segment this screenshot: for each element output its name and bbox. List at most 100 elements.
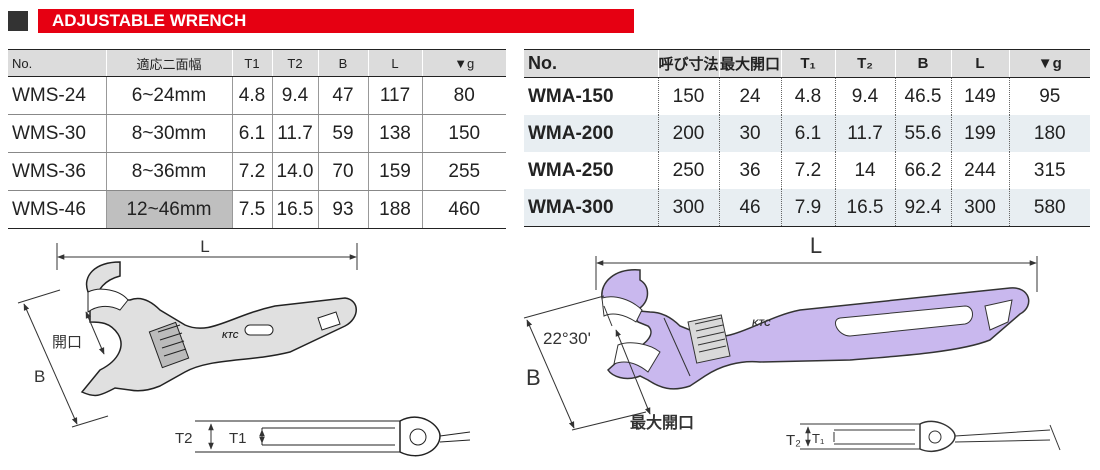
cell-t1: 6.1 <box>231 114 272 153</box>
cell-t2: 14 <box>834 152 896 189</box>
left-b-label: B <box>34 367 45 386</box>
cell-l: 117 <box>367 76 422 115</box>
cell-l: 188 <box>367 190 422 229</box>
cell-b: 70 <box>317 152 368 191</box>
left-t1-label: T1 <box>229 430 247 447</box>
section-title: ADJUSTABLE WRENCH <box>38 9 634 33</box>
table-row: WMS-46 12~46mm 7.5 16.5 93 188 460 <box>8 190 506 229</box>
cell-weight: 180 <box>1008 115 1090 152</box>
cell-nominal: 200 <box>657 115 720 152</box>
left-opening-label: 開口 <box>52 334 82 351</box>
left-wrench-diagram: L KTC B 開口 <box>17 237 471 457</box>
wms-spec-table: No. 適応二面幅 T1 T2 B L ▼g WMS-24 6~24mm 4.8… <box>8 49 506 229</box>
cell-no: WMS-24 <box>8 76 106 115</box>
wma-spec-table: No. 呼び寸法 最大開口 T₁ T₂ B L ▼g WMA-150 150 2… <box>524 49 1090 227</box>
right-b-label: B <box>526 365 541 390</box>
cell-no: WMA-150 <box>528 85 614 107</box>
table-header-row: No. 呼び寸法 最大開口 T₁ T₂ B L ▼g <box>524 49 1090 78</box>
header-square-icon <box>8 11 28 31</box>
left-side-profile: T2 T1 <box>175 416 471 457</box>
cell-weight: 95 <box>1008 77 1090 115</box>
right-side-profile: T₂ T₁ <box>786 420 1061 453</box>
right-angle-label: 22°30' <box>543 329 591 348</box>
col-weight: ▼g <box>421 49 506 77</box>
left-b-dimension-line <box>23 303 78 425</box>
col-t1: T₁ <box>780 49 836 78</box>
right-brand-label: KTC <box>752 318 771 328</box>
cell-no: WMA-300 <box>524 189 658 227</box>
right-t1-label: T₁ <box>812 431 825 446</box>
cell-no: WMS-36 <box>8 152 106 191</box>
cell-b: 55.6 <box>894 115 952 152</box>
col-max-opening: 最大開口 <box>718 49 782 78</box>
cell-range: 8~30mm <box>105 114 232 153</box>
cell-nominal: 250 <box>657 152 720 189</box>
cell-t1: 4.8 <box>780 77 836 115</box>
cell-weight: 80 <box>421 76 506 115</box>
cell-range: 12~46mm <box>105 190 232 229</box>
cell-no: WMS-46 <box>8 190 106 229</box>
cell-l: 138 <box>367 114 422 153</box>
cell-t2: 9.4 <box>271 76 318 115</box>
col-l: L <box>950 49 1010 78</box>
cell-weight: 315 <box>1008 152 1090 189</box>
cell-t1: 7.2 <box>780 152 836 189</box>
cell-weight: 150 <box>421 114 506 153</box>
cell-b: 59 <box>317 114 368 153</box>
cell-b: 47 <box>317 76 368 115</box>
cell-max-opening: 36 <box>718 152 782 189</box>
cell-weight: 580 <box>1008 189 1090 227</box>
cell-nominal: 300 <box>657 189 720 227</box>
cell-nominal: 150 <box>657 77 720 115</box>
right-max-opening-label: 最大開口 <box>630 413 694 432</box>
table-row: WMS-30 8~30mm 6.1 11.7 59 138 150 <box>8 114 506 153</box>
col-weight: ▼g <box>1008 49 1090 78</box>
cell-range: 6~24mm <box>105 76 232 115</box>
cell-t1: 7.2 <box>231 152 272 191</box>
col-l: L <box>367 49 422 77</box>
left-l-label: L <box>200 237 209 256</box>
cell-range: 8~36mm <box>105 152 232 191</box>
cell-t1: 4.8 <box>231 76 272 115</box>
col-t2: T₂ <box>834 49 896 78</box>
cell-weight: 460 <box>421 190 506 229</box>
left-t2-label: T2 <box>175 430 193 447</box>
col-t1: T1 <box>231 49 272 77</box>
col-t2: T2 <box>271 49 318 77</box>
table-row: WMA-250 250 36 7.2 14 66.2 244 315 <box>524 152 1090 189</box>
table-row: WMA-150 150 24 4.8 9.4 46.5 149 95 <box>524 77 1090 115</box>
cell-no: WMA-200 <box>524 115 658 152</box>
col-no: No. <box>524 49 658 78</box>
table-header-row: No. 適応二面幅 T1 T2 B L ▼g <box>8 49 506 77</box>
left-opening-dimension-line <box>85 311 105 355</box>
cell-t2: 14.0 <box>271 152 318 191</box>
cell-b: 66.2 <box>894 152 952 189</box>
cell-t2: 16.5 <box>271 190 318 229</box>
col-nominal: 呼び寸法 <box>657 49 720 78</box>
cell-t1: 6.1 <box>780 115 836 152</box>
cell-l: 244 <box>950 152 1010 189</box>
cell-t2: 11.7 <box>834 115 896 152</box>
col-b: B <box>317 49 368 77</box>
cell-b: 46.5 <box>894 77 952 115</box>
cell-t2: 9.4 <box>834 77 896 115</box>
right-b-dimension-line <box>526 319 575 429</box>
cell-t1: 7.9 <box>780 189 836 227</box>
left-wrench-icon: KTC <box>80 261 357 397</box>
table-row: WMS-24 6~24mm 4.8 9.4 47 117 80 <box>8 76 506 115</box>
cell-l: 159 <box>367 152 422 191</box>
right-wrench-icon: KTC <box>601 269 1030 390</box>
table-row: WMA-200 200 30 6.1 11.7 55.6 199 180 <box>524 115 1090 152</box>
right-wrench-diagram: L KTC B 22°30' 最大開口 <box>523 233 1061 453</box>
cell-max-opening: 24 <box>718 77 782 115</box>
cell-b: 92.4 <box>894 189 952 227</box>
cell-max-opening: 46 <box>718 189 782 227</box>
cell-t2: 11.7 <box>271 114 318 153</box>
cell-no: WMA-250 <box>528 159 614 181</box>
cell-max-opening: 30 <box>718 115 782 152</box>
cell-t1: 7.5 <box>231 190 272 229</box>
col-width-range: 適応二面幅 <box>105 49 232 77</box>
cell-l: 149 <box>950 77 1010 115</box>
cell-l: 300 <box>950 189 1010 227</box>
